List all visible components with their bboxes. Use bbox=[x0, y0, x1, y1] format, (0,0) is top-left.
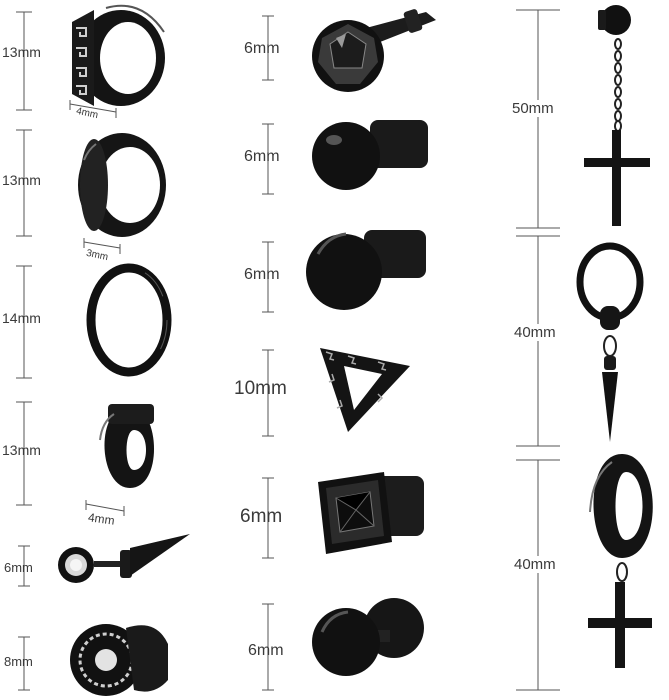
left-size-label-6: 8mm bbox=[4, 654, 33, 669]
round-crystal-stud-icon bbox=[312, 9, 436, 92]
left-size-label-2: 13mm bbox=[2, 172, 41, 188]
middle-size-label-1: 6mm bbox=[244, 40, 280, 57]
middle-size-label-3: 6mm bbox=[244, 266, 280, 283]
spike-stud-earring-icon bbox=[58, 534, 190, 583]
left-size-label-4: 13mm bbox=[2, 442, 41, 458]
middle-size-label-4: 10mm bbox=[234, 378, 287, 399]
wide-huggie-earring-icon bbox=[99, 404, 155, 488]
middle-size-label-6: 6mm bbox=[248, 642, 284, 659]
triangle-stud-earring-icon bbox=[320, 348, 410, 432]
greek-key-hoop-earring-icon bbox=[72, 4, 165, 106]
middle-size-label-2: 6mm bbox=[244, 148, 280, 165]
right-size-label-3: 40mm bbox=[512, 556, 558, 573]
flat-disc-stud-icon bbox=[306, 230, 426, 310]
huggie-hoop-earring-icon bbox=[78, 133, 166, 237]
square-crystal-stud-icon bbox=[318, 472, 424, 554]
middle-size-label-5: 6mm bbox=[240, 506, 283, 527]
thin-hoop-earring-icon bbox=[86, 263, 172, 377]
dumbbell-plug-stud-icon bbox=[312, 598, 424, 676]
right-size-label-1: 50mm bbox=[510, 100, 556, 117]
chain-cross-dangle-earring-icon bbox=[584, 5, 650, 226]
hoop-cross-dangle-earring-icon bbox=[588, 454, 653, 668]
greek-key-crystal-stud-icon bbox=[70, 624, 168, 696]
left-size-label-3: 14mm bbox=[2, 310, 41, 326]
left-size-label-5: 6mm bbox=[4, 560, 33, 575]
right-size-label-2: 40mm bbox=[512, 324, 558, 341]
ball-stud-earring-icon bbox=[312, 120, 428, 190]
hoop-spike-dangle-earring-icon bbox=[576, 242, 644, 442]
left-size-label-1: 13mm bbox=[2, 44, 41, 60]
